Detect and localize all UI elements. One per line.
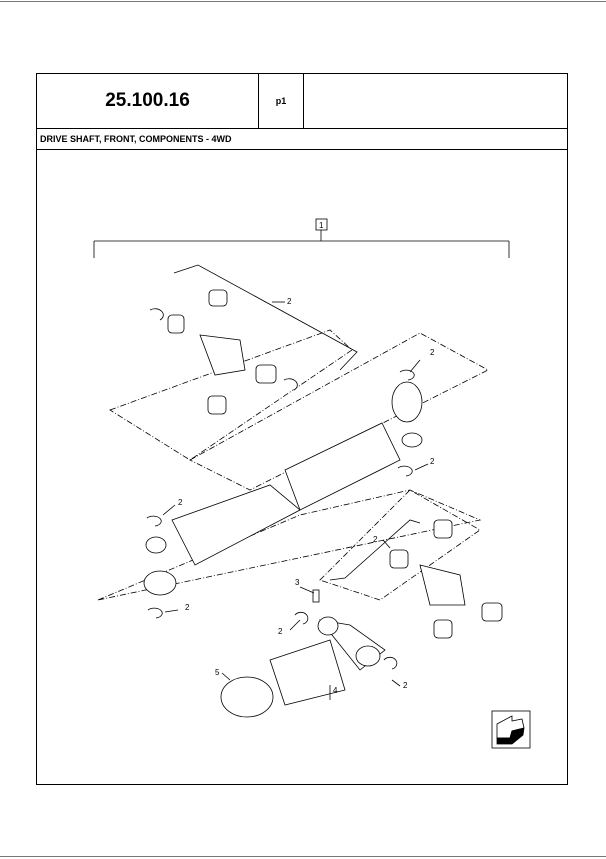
callout-4: 4 <box>333 686 338 695</box>
page-title: DRIVE SHAFT, FRONT, COMPONENTS - 4WD <box>36 128 568 150</box>
top-rule <box>0 1 606 2</box>
callout-3: 3 <box>295 578 300 587</box>
callout-2: 2 <box>185 603 190 612</box>
universal-joint-lower <box>389 519 503 639</box>
slip-yoke <box>220 589 398 718</box>
callout-2: 2 <box>430 348 435 357</box>
drive-shaft-tube <box>143 381 423 596</box>
bottom-rule <box>0 856 606 857</box>
assembly-bracket <box>93 218 510 258</box>
callout-2: 2 <box>278 627 283 636</box>
callout-2: 2 <box>403 681 408 690</box>
callout-1: 1 <box>319 221 324 230</box>
callout-2: 2 <box>287 297 292 306</box>
callout-2: 2 <box>373 535 378 544</box>
callout-2: 2 <box>430 457 435 466</box>
arrow-back-icon[interactable] <box>491 710 531 749</box>
universal-joint-upper <box>149 289 298 415</box>
leader-lines <box>162 301 429 700</box>
callout-5: 5 <box>215 668 220 677</box>
callout-2: 2 <box>178 498 183 507</box>
